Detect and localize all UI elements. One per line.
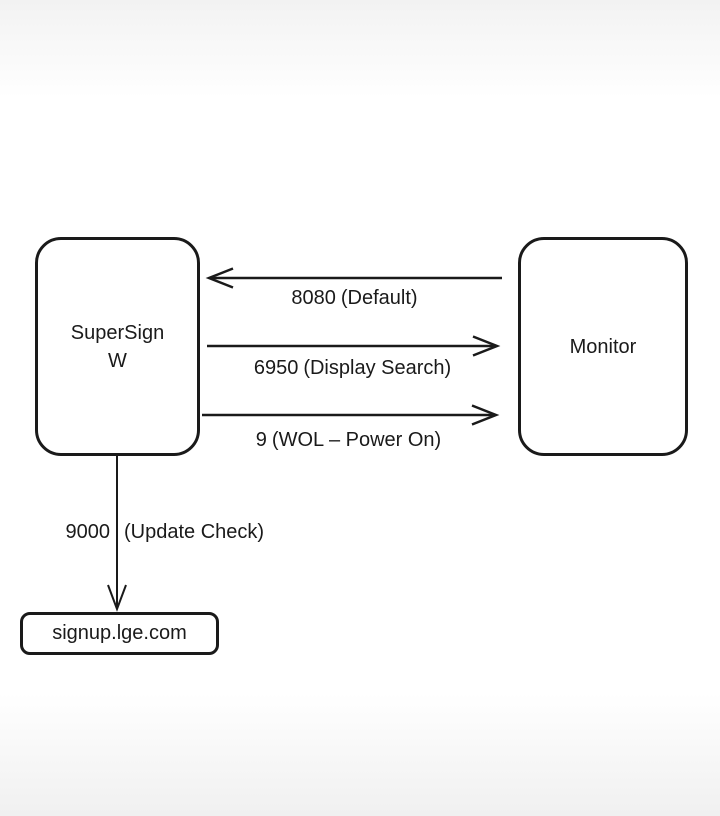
port-description: (Default): [340, 287, 418, 309]
monitor-label: Monitor: [569, 335, 637, 358]
edge-label-port-9-wol: 9(WOL – Power On): [200, 429, 497, 452]
port-description: (WOL – Power On): [271, 429, 442, 451]
edge-label-port-6950: 6950(Display Search): [207, 357, 498, 380]
port-number: 9: [255, 429, 267, 451]
node-supersign-w: SuperSign W: [35, 237, 200, 456]
arrow-8080-monitor-to-supersign: [205, 267, 502, 289]
supersign-label-line2: W: [108, 349, 127, 372]
arrow-6950-supersign-to-monitor: [207, 335, 501, 357]
port-description: (Update Check): [124, 521, 265, 543]
port-number: 9000: [65, 521, 111, 543]
signup-label: signup.lge.com: [52, 622, 187, 644]
arrow-9000-supersign-to-signup: [107, 456, 127, 612]
node-signup-lge-com: signup.lge.com: [20, 612, 219, 655]
edge-label-port-8080: 8080(Default): [207, 287, 502, 310]
node-monitor: Monitor: [518, 237, 688, 456]
port-description: (Display Search): [303, 357, 452, 379]
port-number: 6950: [253, 357, 299, 379]
edge-label-port-9000-description: (Update Check): [124, 521, 264, 544]
arrow-wol-supersign-to-monitor: [202, 404, 500, 426]
port-number: 8080: [291, 287, 336, 309]
edge-label-port-9000-number: 9000: [30, 521, 111, 544]
supersign-label-line1: SuperSign: [70, 321, 165, 344]
